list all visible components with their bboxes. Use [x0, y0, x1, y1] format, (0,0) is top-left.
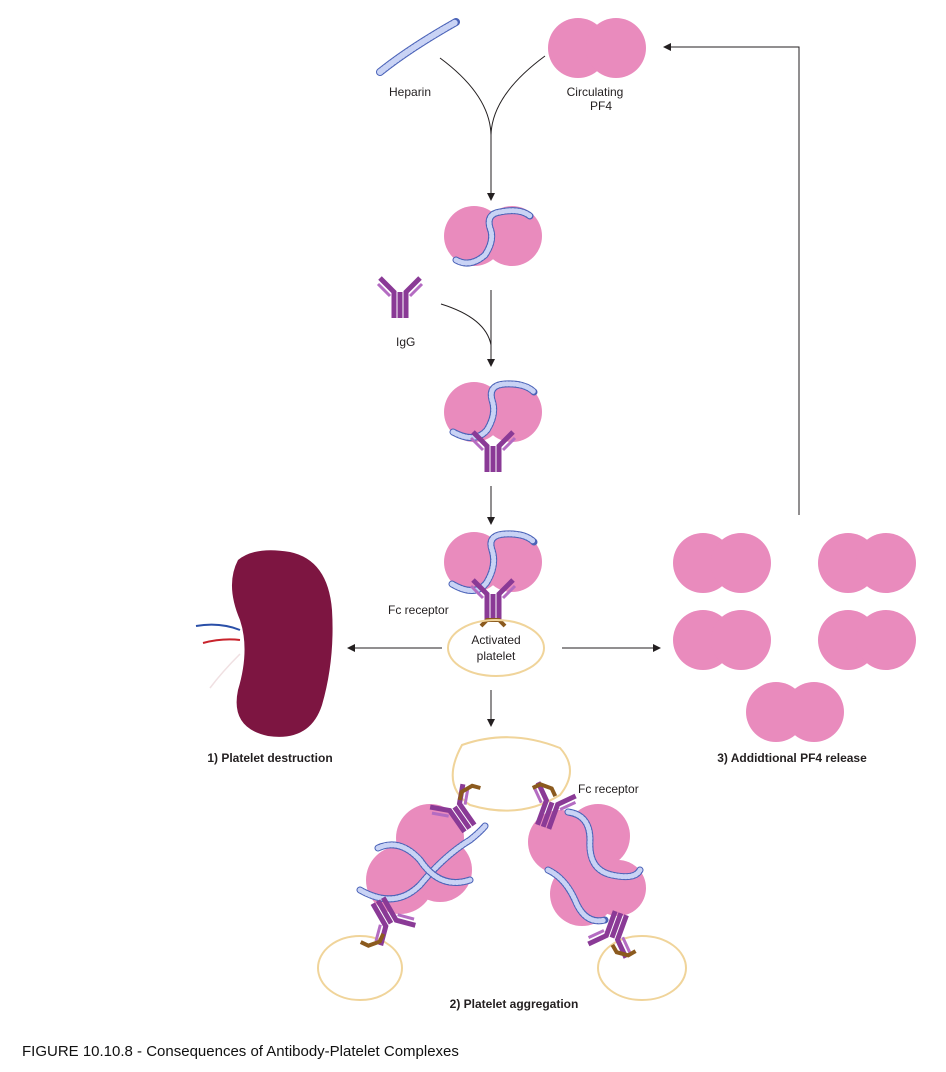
igg-join-arrow — [440, 290, 495, 367]
circulating-label-line1: Circulating — [567, 85, 624, 99]
released-pf4-group — [673, 533, 916, 742]
activated-platelet — [447, 619, 545, 677]
figure-caption: FIGURE 10.10.8 - Consequences of Antibod… — [22, 1043, 459, 1060]
circulating-pf4 — [548, 18, 646, 78]
aggregation-cluster — [317, 736, 687, 1001]
converge-arrow — [439, 55, 546, 201]
pf4-heparin-igg-complex — [444, 380, 542, 472]
feedback-arrow — [663, 43, 800, 515]
heparin-label: Heparin — [389, 85, 431, 99]
heparin-strand — [376, 18, 460, 76]
platelet-bound-complex — [444, 530, 542, 628]
fc-receptor-label-bottom: Fc receptor — [578, 782, 639, 796]
outcome-destruction-label: 1) Platelet destruction — [207, 751, 332, 765]
circulating-label-line2: PF4 — [590, 99, 612, 113]
outcome-release-label: 3) Addidtional PF4 release — [717, 751, 867, 765]
activated-label-line2: platelet — [477, 649, 516, 663]
spleen — [195, 550, 333, 737]
outcome-aggregation-label: 2) Platelet aggregation — [450, 997, 579, 1011]
igg-label: IgG — [396, 335, 415, 349]
activated-label-line1: Activated — [471, 633, 520, 647]
pf4-heparin-complex — [444, 206, 542, 267]
fc-receptor-label-top: Fc receptor — [388, 603, 449, 617]
igg-antibody — [378, 278, 422, 318]
